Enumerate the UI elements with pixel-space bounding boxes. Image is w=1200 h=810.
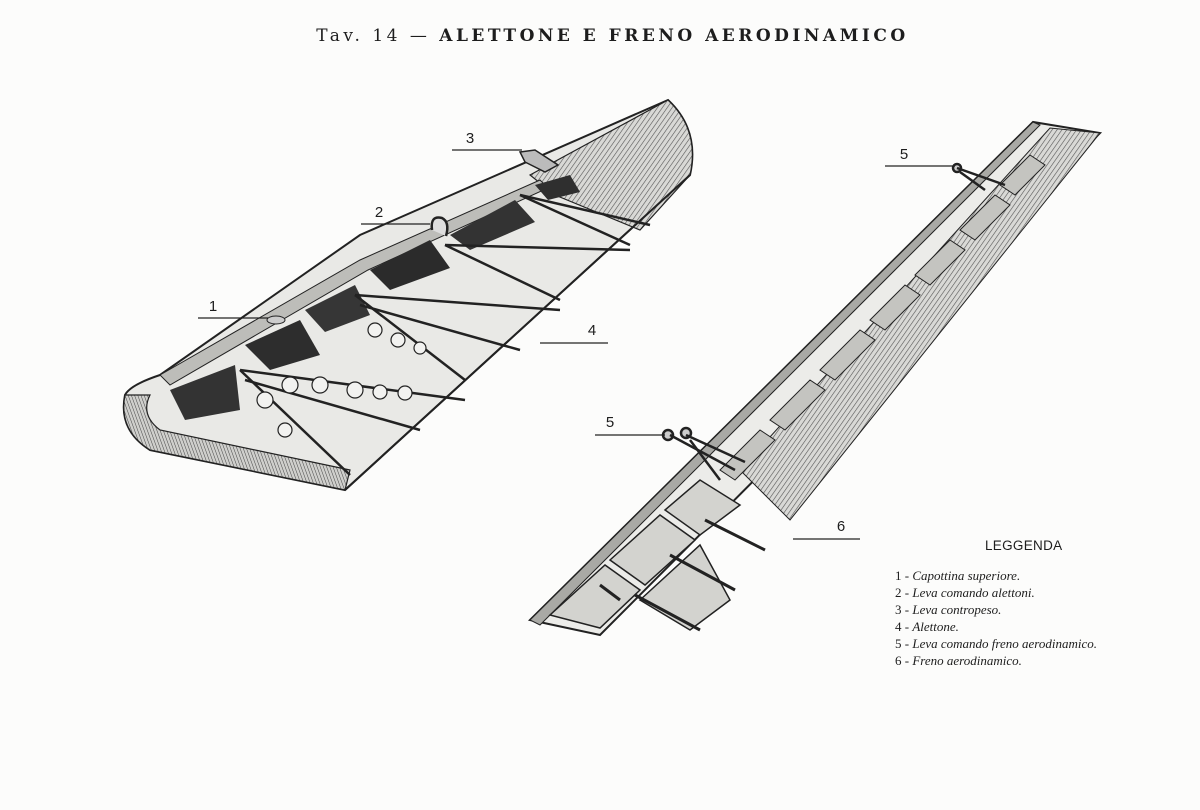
leader-lines [198, 149, 955, 540]
aileron-drawing [122, 98, 694, 492]
plate-heading: ALETTONE E FRENO AERODINAMICO [439, 26, 909, 46]
callout-3: 3 [465, 130, 475, 147]
legend-item: 4 - Alettone. [895, 619, 959, 634]
legend-item: 2 - Leva comando alettoni. [895, 585, 1035, 600]
legend-item: 5 - Leva comando freno aerodinamico. [895, 636, 1097, 651]
callout-5-lower: 5 [605, 414, 615, 431]
callout-2: 2 [374, 204, 384, 221]
plate-title: Tav. 14 — ALETTONE E FRENO AERODINAMICO [0, 26, 1200, 46]
callout-4: 4 [587, 322, 597, 339]
legend-item: 6 - Freno aerodinamico. [895, 653, 1022, 668]
callout-6: 6 [836, 518, 846, 535]
airbrake-drawing [527, 120, 1103, 637]
legend-title: LEGGENDA [985, 538, 1063, 553]
plate-number: Tav. 14 — [316, 26, 431, 46]
callout-5-upper: 5 [899, 146, 909, 163]
legend-item: 1 - Capottina superiore. [895, 568, 1021, 583]
callout-1: 1 [208, 298, 218, 315]
legend: LEGGENDA 1 - Capottina superiore. 2 - Le… [895, 538, 1185, 669]
legend-item: 3 - Leva contropeso. [895, 602, 1002, 617]
